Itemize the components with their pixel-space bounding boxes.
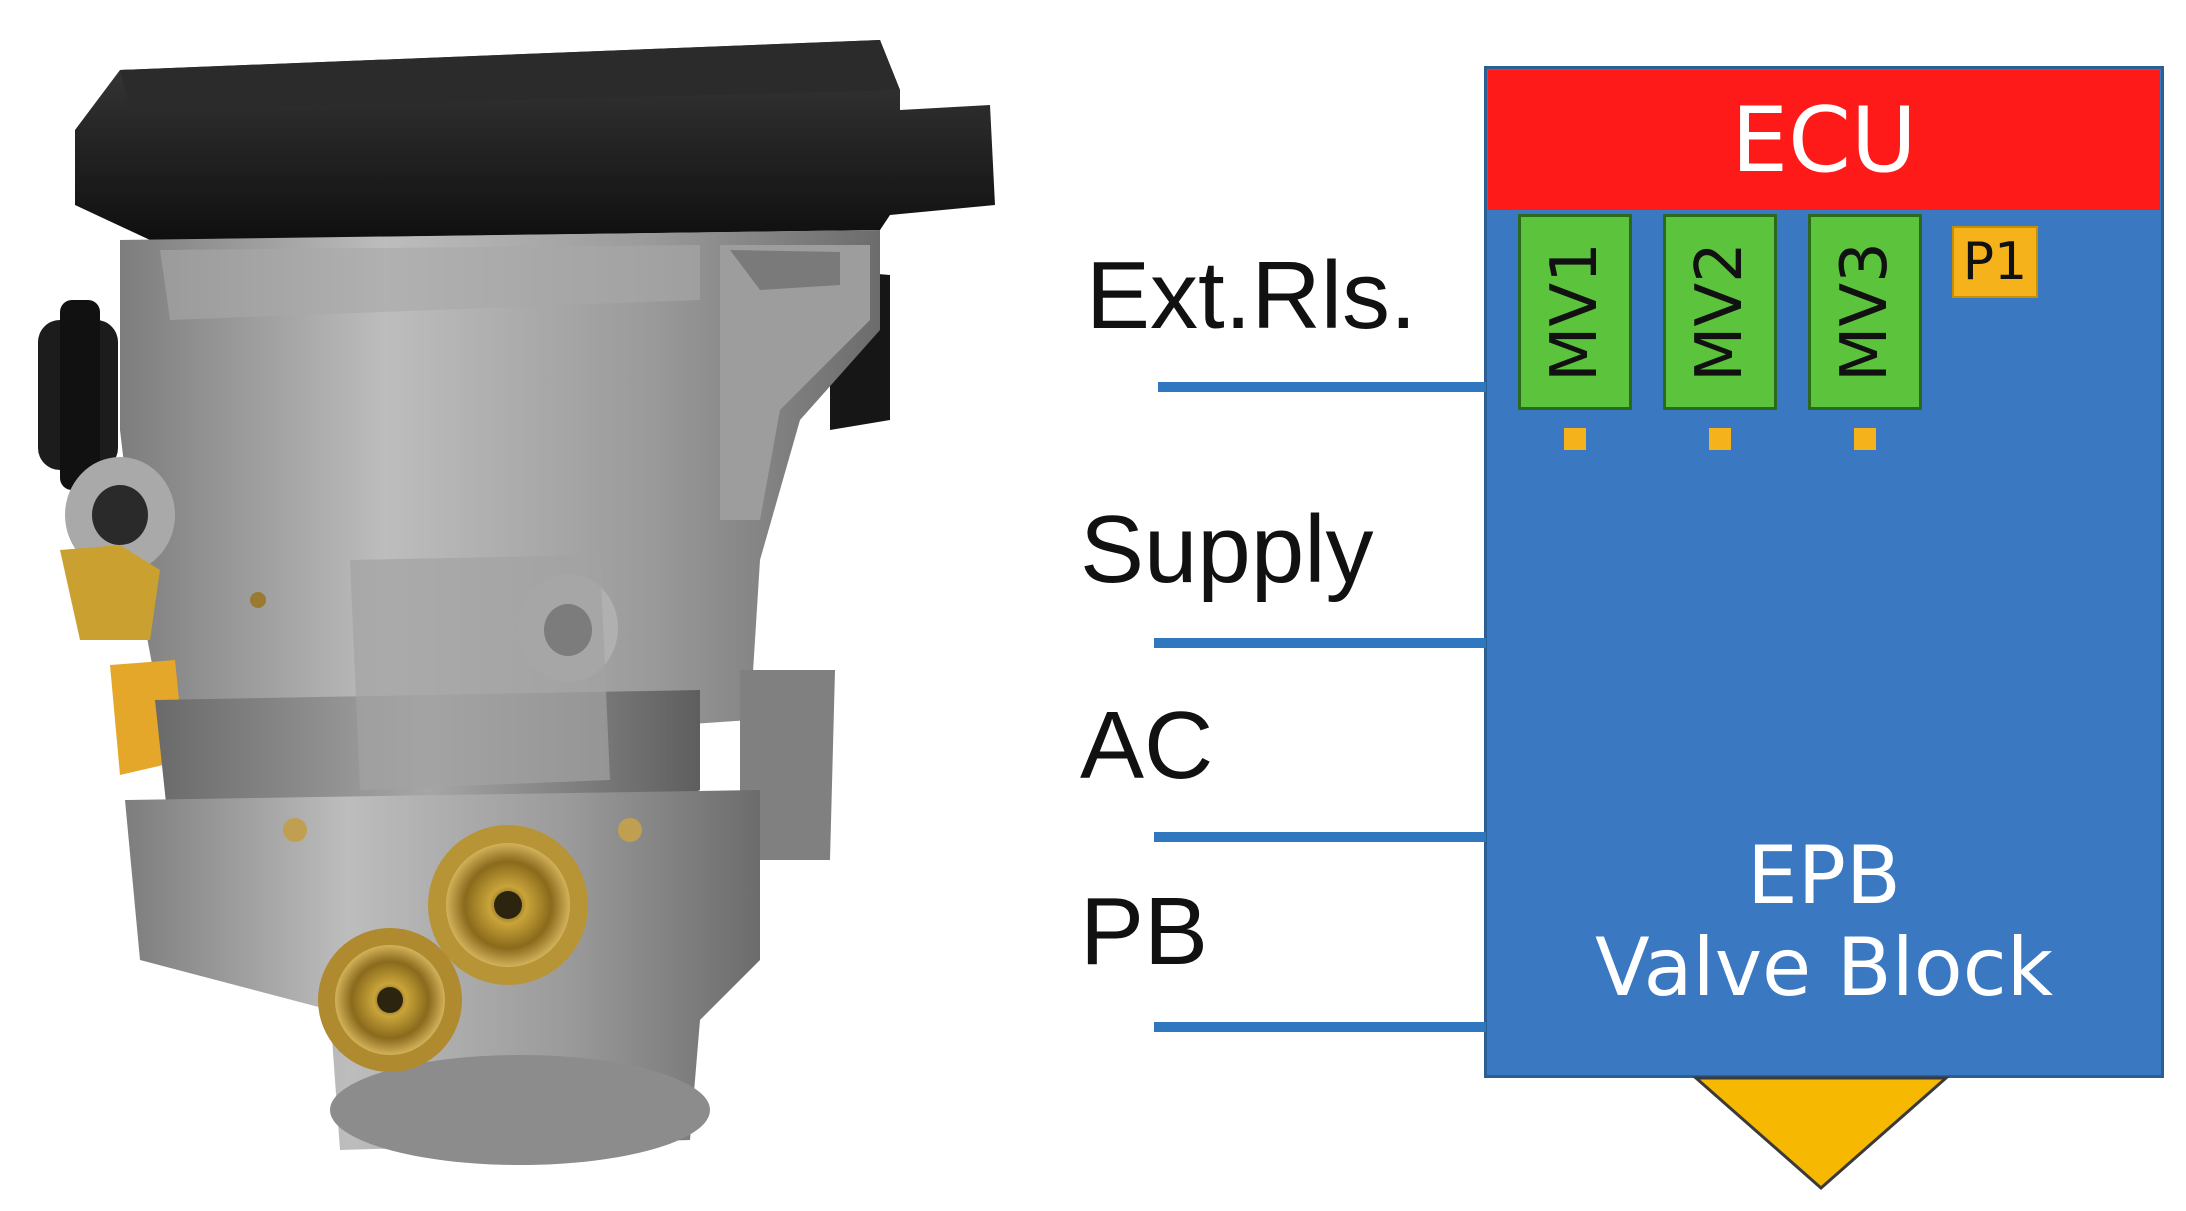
- solenoid-valve-mv3: MV3: [1808, 214, 1922, 410]
- sensor-label: P1: [1962, 232, 2028, 292]
- valve-indicator-mv3: [1854, 428, 1876, 450]
- port-line-pb: [1154, 1022, 1486, 1032]
- valve-indicator-mv2: [1709, 428, 1731, 450]
- port-label-supply: Supply: [1080, 496, 1374, 603]
- port-line-ac: [1154, 832, 1486, 842]
- ecu-label: ECU: [1731, 87, 1917, 193]
- left-port: [65, 457, 175, 573]
- solenoid-valve-mv2: MV2: [1663, 214, 1777, 410]
- port-label-ext-rls: Ext.Rls.: [1086, 242, 1417, 349]
- top-cover: [75, 40, 995, 240]
- valve-block-photo: [38, 40, 995, 1165]
- block-title-line2: Valve Block: [1594, 921, 2054, 1014]
- electrical-connector: [38, 300, 118, 490]
- valve-indicator-mv1: [1564, 428, 1586, 450]
- port-line-ext-rls: [1158, 382, 1486, 392]
- brass-fitting-upper: [428, 825, 588, 985]
- port-label-pb: PB: [1080, 878, 1209, 985]
- block-title-line1: EPB: [1747, 829, 1901, 922]
- port-line-supply: [1154, 638, 1486, 648]
- port-label-ac: AC: [1080, 692, 1214, 799]
- solenoid-valve-mv1: MV1: [1518, 214, 1632, 410]
- block-title: EPB Valve Block: [1488, 830, 2160, 1014]
- ecu-block: ECU: [1488, 70, 2160, 210]
- brass-fitting-lower: [318, 928, 462, 1072]
- upper-body: [120, 230, 880, 760]
- pressure-sensor-p1: P1: [1952, 226, 2038, 298]
